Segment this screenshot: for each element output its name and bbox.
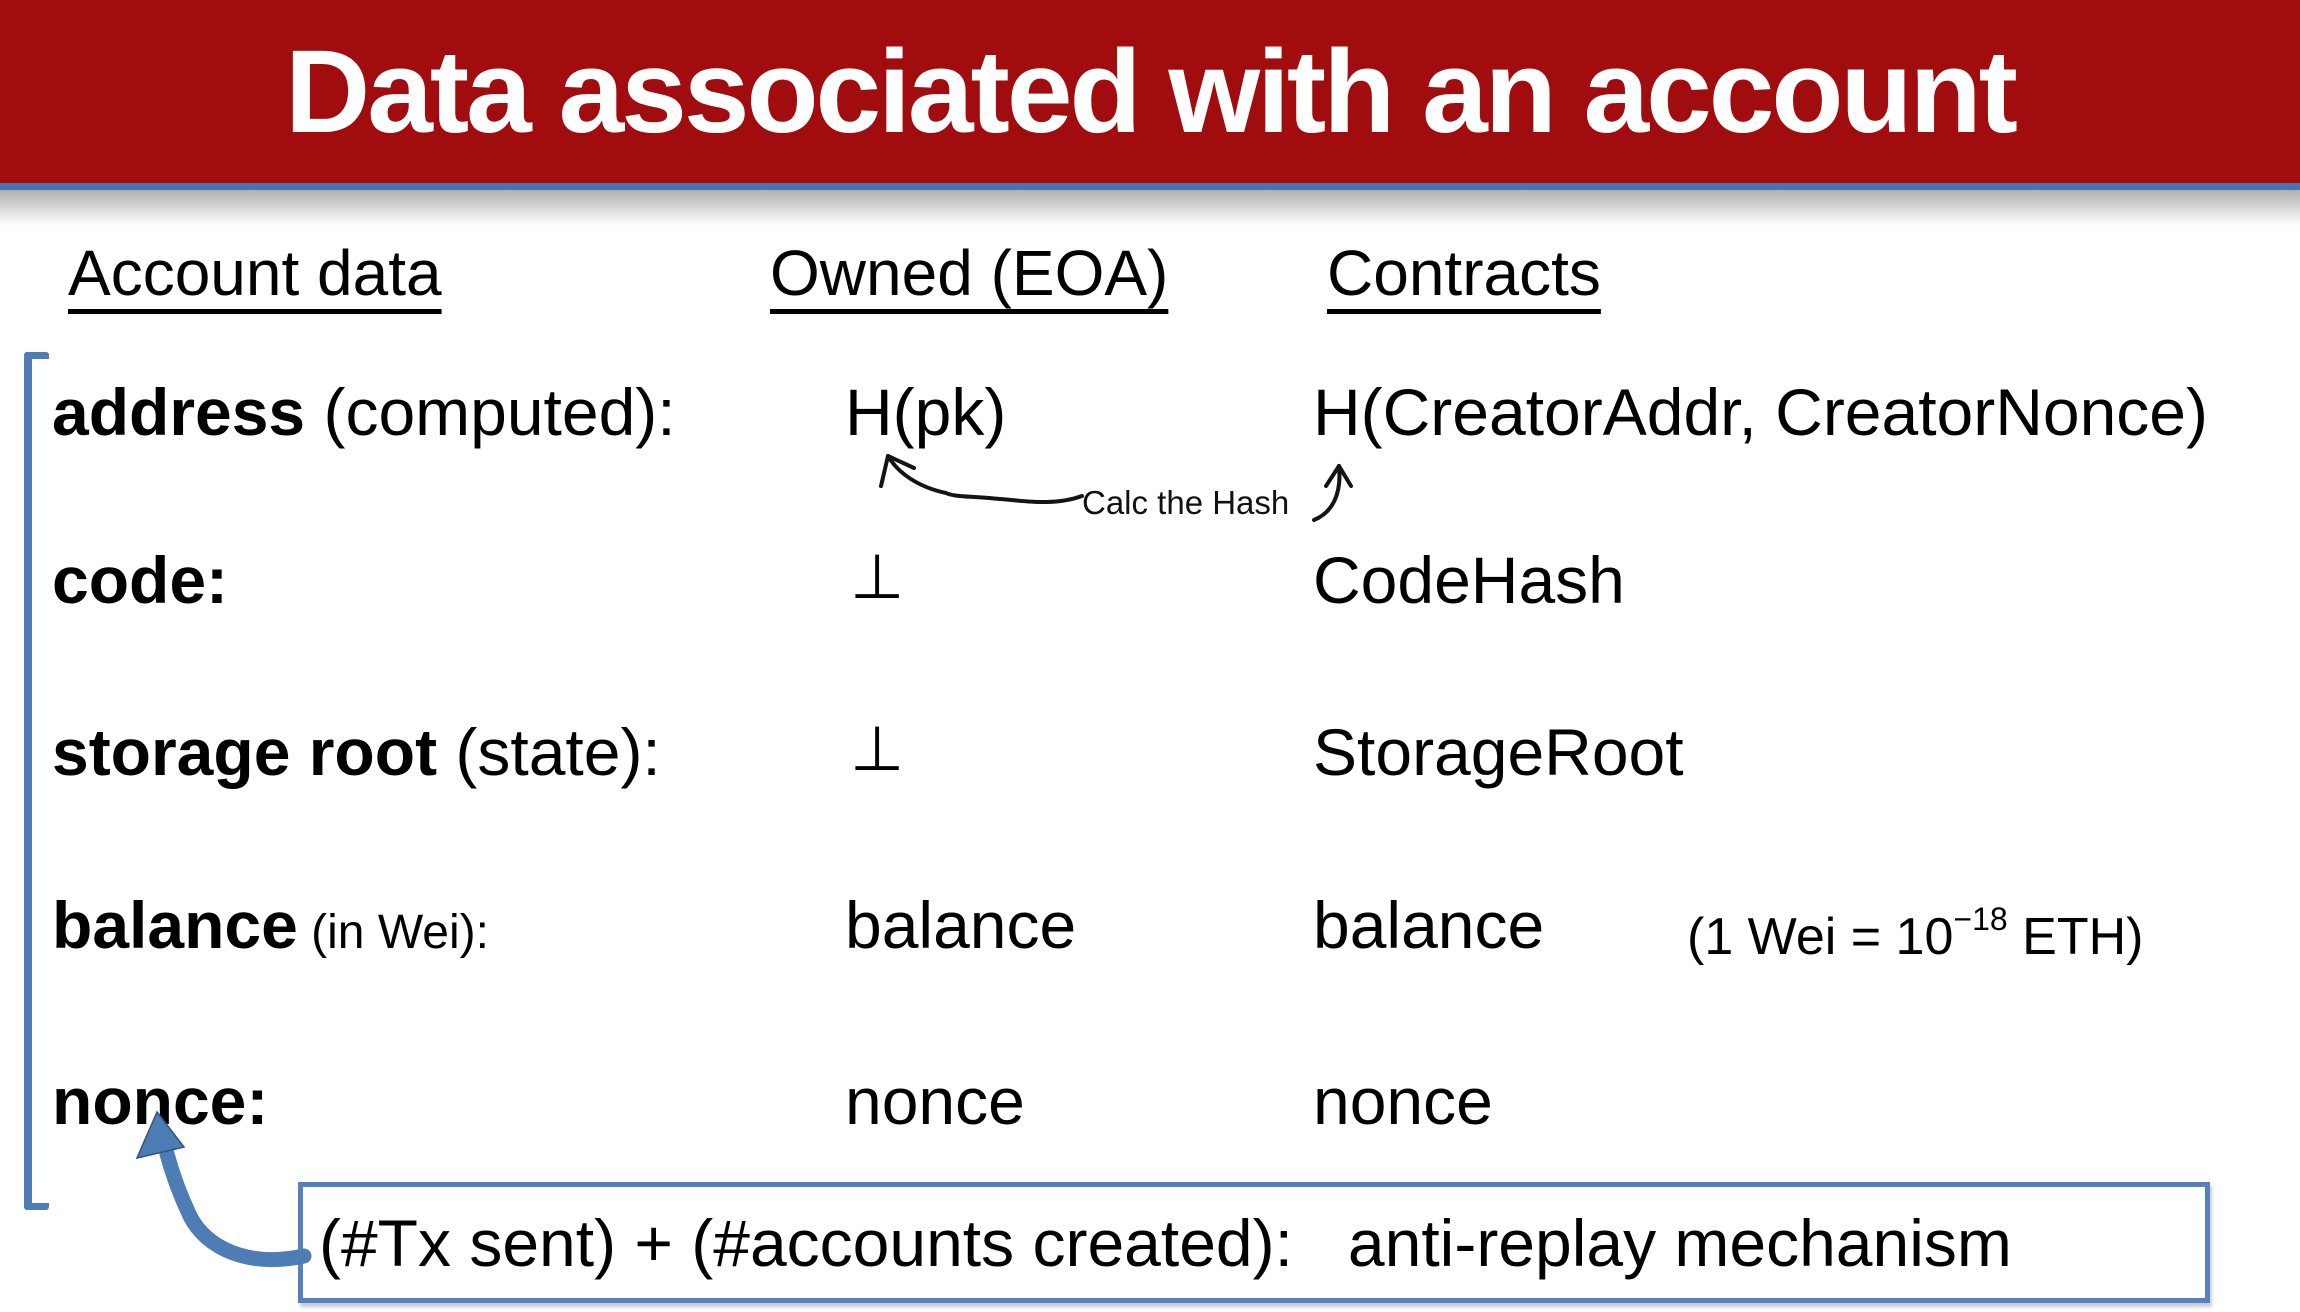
banner-shadow <box>0 190 2300 226</box>
row-address-contracts-value: H(CreatorAddr, CreatorNonce) <box>1313 375 2208 449</box>
row-nonce-eoa-value: nonce <box>845 1064 1025 1138</box>
calc-hash-label: Calc the Hash <box>1082 484 1290 521</box>
row-storage-root-eoa-value: ⊥ <box>850 715 905 784</box>
row-code-label: code: <box>52 547 228 613</box>
nonce-note-text: (#Tx sent) + (#accounts created): anti-r… <box>319 1205 2012 1280</box>
row-balance-label-rest: (in Wei): <box>297 906 489 959</box>
row-balance-eoa-value: balance <box>845 888 1077 962</box>
row-code-eoa-value: ⊥ <box>850 543 905 612</box>
row-balance-label: balance (in Wei): <box>52 892 489 958</box>
calc-hash-arrows-icon <box>879 454 1353 522</box>
slide-title: Data associated with an account <box>285 25 2018 158</box>
row-code-label-bold: code: <box>52 543 229 617</box>
nonce-arrow-icon <box>135 1110 312 1267</box>
banner-divider-line <box>0 183 2300 190</box>
column-header-account-data: Account data <box>68 237 442 309</box>
row-address-label: address (computed): <box>52 379 676 445</box>
row-address-eoa-value: H(pk) <box>845 375 1007 449</box>
column-header-owned-eoa: Owned (EOA) <box>770 237 1169 309</box>
row-address-label-rest: (computed): <box>305 375 676 449</box>
row-address-label-bold: address <box>52 375 306 449</box>
row-nonce-contracts-value: nonce <box>1313 1064 1493 1138</box>
row-balance-label-bold: balance <box>52 888 298 962</box>
column-header-contracts: Contracts <box>1327 237 1601 309</box>
wei-note-superscript: −18 <box>1953 901 2008 937</box>
wei-note-suffix: ETH) <box>2007 908 2144 966</box>
wei-note-prefix: (1 Wei = 10 <box>1687 908 1954 966</box>
row-storage-root-label-rest: (state): <box>437 715 661 789</box>
row-code-contracts-value: CodeHash <box>1313 543 1625 617</box>
title-banner: Data associated with an account <box>0 0 2300 183</box>
row-storage-root-label: storage root (state): <box>52 719 661 785</box>
left-bracket-icon <box>24 352 49 1210</box>
row-balance-contracts-value: balance <box>1313 888 1545 962</box>
nonce-note-box: (#Tx sent) + (#accounts created): anti-r… <box>298 1182 2210 1303</box>
row-storage-root-label-bold: storage root <box>52 715 438 789</box>
wei-conversion-note: (1 Wei = 10−18 ETH) <box>1687 903 2143 963</box>
row-storage-root-contracts-value: StorageRoot <box>1313 715 1684 789</box>
